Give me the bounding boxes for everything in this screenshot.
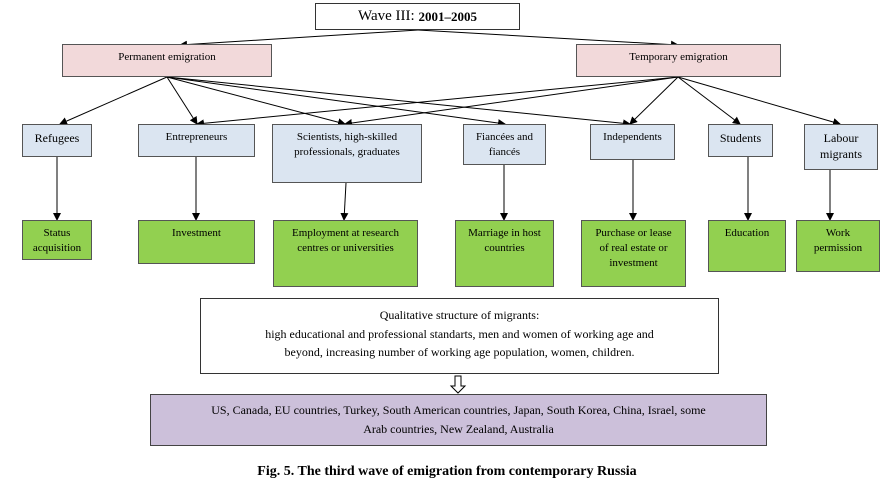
reason-status-acquisition: Status acquisition xyxy=(22,220,92,260)
arrow-temporary-entrepreneurs xyxy=(196,76,679,128)
reason-employment: Employment at research centres or univer… xyxy=(273,220,418,287)
destinations-line-2: Arab countries, New Zealand, Australia xyxy=(363,421,554,436)
group-students: Students xyxy=(708,124,773,157)
group-refugees: Refugees xyxy=(22,124,92,157)
reason-purchase-label: Purchase or lease of real estate or inve… xyxy=(595,227,672,269)
reason-work-label: Work permission xyxy=(813,227,863,254)
structure-line-1: high educational and professional standa… xyxy=(265,326,654,341)
structure-heading: Qualitative structure of migrants: xyxy=(379,308,540,322)
destinations-line-1: US, Canada, EU countries, Turkey, South … xyxy=(211,403,706,417)
arrow-temporary-scientists xyxy=(344,76,679,127)
arrow-permanent-scientists xyxy=(166,76,346,127)
group-refugees-label: Refugees xyxy=(34,131,80,145)
structure-line-2: beyond, increasing number of working age… xyxy=(284,345,635,360)
group-scientists-label: Scientists, high-skilled professionals, … xyxy=(294,131,400,158)
title-years: 2001–2005 xyxy=(418,8,477,24)
arrow-permanent-entrepreneurs xyxy=(166,76,198,125)
group-labour-migrants: Labour migrants xyxy=(804,124,878,170)
group-independents-label: Independents xyxy=(603,131,662,143)
group-labour-label: Labour migrants xyxy=(820,131,862,162)
arrow-temporary-independents xyxy=(629,76,679,125)
arrow-temporary-students xyxy=(677,76,741,125)
reason-employment-label: Employment at research centres or univer… xyxy=(292,227,399,254)
title-prefix: Wave III: xyxy=(358,8,415,25)
arrow-temporary-labour xyxy=(677,76,841,126)
qualitative-structure-box: Qualitative structure of migrants: high … xyxy=(200,298,719,374)
category-temporary-emigration: Temporary emigration xyxy=(576,44,781,77)
hollow-down-arrow xyxy=(449,375,467,394)
group-independents: Independents xyxy=(590,124,675,160)
arrow-permanent-refugees xyxy=(59,76,168,125)
reason-education: Education xyxy=(708,220,786,272)
destinations-box: US, Canada, EU countries, Turkey, South … xyxy=(150,394,767,446)
arrow-title-temporary xyxy=(417,29,679,49)
figure-caption: Fig. 5. The third wave of emigration fro… xyxy=(257,464,637,479)
arrow-title-permanent xyxy=(179,29,419,49)
reason-investment: Investment xyxy=(138,220,255,264)
reason-marriage-label: Marriage in host countries xyxy=(468,227,541,254)
group-fiancees-label: Fiancées and fiancés xyxy=(475,131,534,158)
diagram-title: Wave III: 2001–2005 xyxy=(315,3,520,30)
arrow-permanent-independents xyxy=(166,76,631,128)
category-permanent-emigration: Permanent emigration xyxy=(62,44,272,77)
reason-investment-label: Investment xyxy=(172,227,221,239)
category-temporary-label: Temporary emigration xyxy=(629,51,728,63)
reason-marriage: Marriage in host countries xyxy=(455,220,554,287)
category-permanent-label: Permanent emigration xyxy=(118,51,216,63)
reason-education-label: Education xyxy=(724,227,770,239)
group-students-label: Students xyxy=(719,131,762,145)
group-fiancees: Fiancées and fiancés xyxy=(463,124,546,165)
reason-purchase: Purchase or lease of real estate or inve… xyxy=(581,220,686,287)
group-entrepreneurs-label: Entrepreneurs xyxy=(165,131,228,143)
arrow-scientists-employment xyxy=(340,182,349,221)
group-entrepreneurs: Entrepreneurs xyxy=(138,124,255,157)
group-scientists: Scientists, high-skilled professionals, … xyxy=(272,124,422,183)
reason-status-label: Status acquisition xyxy=(32,227,82,254)
arrow-permanent-fiancees xyxy=(166,76,506,127)
reason-work-permission: Work permission xyxy=(796,220,880,272)
